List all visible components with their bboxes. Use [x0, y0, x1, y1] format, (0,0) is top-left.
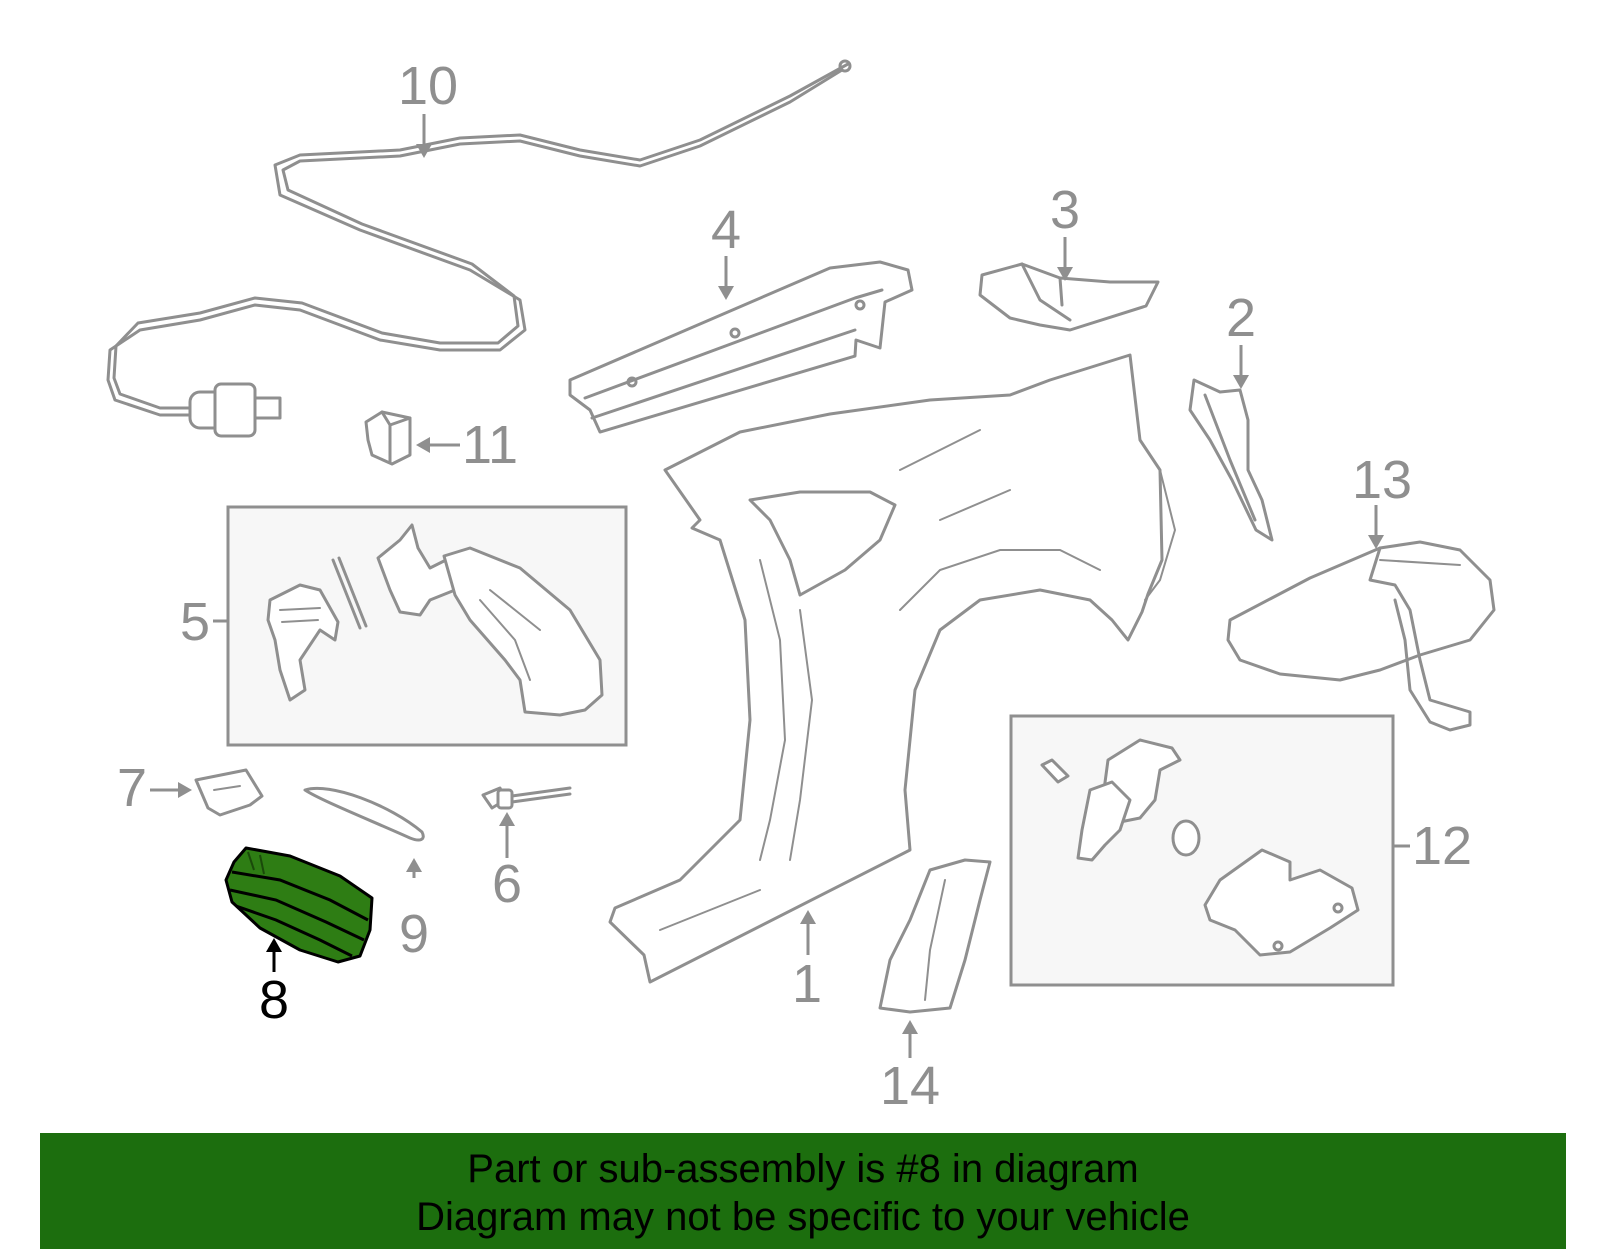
- callout-12: 12: [1412, 816, 1472, 876]
- callout-14: 14: [880, 1056, 940, 1116]
- callout-7: 7: [117, 758, 147, 818]
- part-2-bracket[interactable]: [1188, 378, 1274, 542]
- callout-11: 11: [462, 415, 518, 475]
- callout-4: 4: [711, 200, 741, 260]
- callout-8: 8: [259, 970, 289, 1030]
- callout-5: 5: [180, 592, 210, 652]
- part-4-rail[interactable]: [568, 260, 914, 434]
- callout-6: 6: [492, 854, 522, 914]
- part-8-gasket-highlighted[interactable]: [224, 846, 374, 964]
- banner-line-2: Diagram may not be specific to your vehi…: [416, 1195, 1190, 1239]
- callout-9: 9: [399, 904, 429, 964]
- part-13-liner[interactable]: [1226, 540, 1496, 732]
- part-12-hinge-box[interactable]: [1009, 714, 1395, 987]
- part-1-quarter-panel[interactable]: [608, 353, 1177, 984]
- part-6-bolt[interactable]: [481, 786, 572, 810]
- part-10-cable[interactable]: [106, 59, 852, 438]
- leader-lines: [150, 114, 1410, 1058]
- callout-1: 1: [792, 954, 822, 1014]
- banner-line-1: Part or sub-assembly is #8 in diagram: [467, 1147, 1139, 1191]
- part-11-clip[interactable]: [364, 410, 412, 466]
- part-3-bracket[interactable]: [978, 262, 1160, 332]
- part-14-strip[interactable]: [878, 858, 992, 1014]
- part-9-seal[interactable]: [303, 786, 425, 842]
- part-7-clip[interactable]: [194, 768, 264, 817]
- info-banner: Part or sub-assembly is #8 in diagram Di…: [40, 1133, 1566, 1249]
- part-5-assembly-box[interactable]: [226, 505, 628, 747]
- callout-10: 10: [398, 56, 458, 116]
- callout-numbers: 10 4 3 2 11 13 5 7 12 6 9 1 8 14: [117, 56, 1472, 1116]
- callout-2: 2: [1226, 288, 1256, 348]
- callout-3: 3: [1050, 180, 1080, 240]
- callout-13: 13: [1352, 450, 1412, 510]
